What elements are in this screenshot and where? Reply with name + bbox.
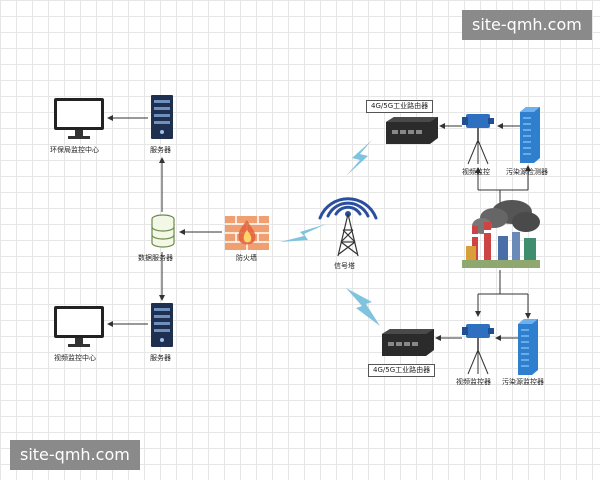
signal-tower-icon	[318, 197, 378, 257]
router-top-icon	[386, 117, 438, 144]
router-bottom-icon	[382, 329, 434, 356]
video-monitor-center-label: 视频监控中心	[54, 354, 96, 362]
router-top-label: 4G/5G工业路由器	[366, 100, 434, 113]
firewall-icon	[225, 216, 269, 250]
server-top-label: 服务器	[150, 146, 171, 154]
server-top-icon	[151, 95, 173, 139]
lightning-top-icon	[346, 140, 372, 176]
factory-icon	[462, 200, 540, 268]
pollution-detector-top-icon	[520, 107, 540, 163]
watermark-bottom-left: site-qmh.com	[10, 440, 140, 470]
server-bottom-icon	[151, 303, 173, 347]
database-icon	[151, 214, 175, 248]
signal-tower-label: 信号塔	[334, 262, 355, 270]
camera-bottom-icon	[462, 324, 494, 375]
env-monitor-icon	[54, 98, 104, 139]
pollution-bottom-label: 污染源监控器	[502, 378, 544, 386]
video-monitor-icon	[54, 306, 104, 347]
server-bottom-label: 服务器	[150, 354, 171, 362]
pollution-top-label: 污染源检测器	[506, 168, 548, 176]
camera-top-label: 视频监控	[462, 168, 490, 176]
lightning-bottom-icon	[346, 288, 380, 326]
data-server-label: 数据服务器	[138, 254, 173, 262]
lightning-left-icon	[280, 224, 326, 242]
camera-bottom-label: 视频监控器	[456, 378, 491, 386]
router-bottom-label: 4G/5G工业路由器	[368, 364, 436, 377]
firewall-label: 防火墙	[236, 254, 257, 262]
camera-top-icon	[462, 114, 494, 165]
pollution-detector-bottom-icon	[518, 319, 538, 375]
env-monitor-center-label: 环保局监控中心	[50, 146, 99, 154]
watermark-top-right: site-qmh.com	[462, 10, 592, 40]
